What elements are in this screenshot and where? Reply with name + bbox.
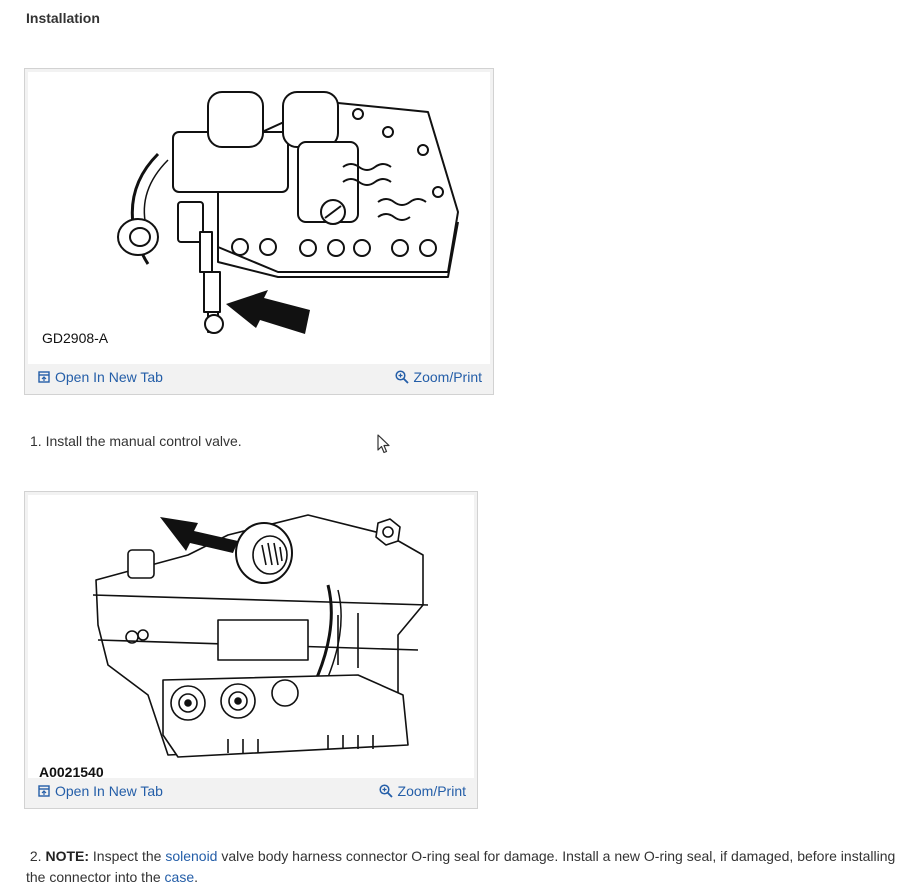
step-2: 2. NOTE: Inspect the solenoid valve body… — [26, 846, 900, 888]
mouse-pointer-icon — [377, 434, 391, 459]
figure-2-zoom-label: Zoom/Print — [397, 783, 466, 799]
step-2-note-label: NOTE: — [45, 848, 90, 864]
figure-1-open-new-tab-link[interactable]: Open In New Tab — [38, 369, 163, 385]
figure-1-zoom-label: Zoom/Print — [413, 369, 482, 385]
step-1-text: Install the manual control valve. — [45, 433, 242, 449]
harness-connector-drawing — [92, 514, 429, 758]
case-link[interactable]: case — [164, 869, 195, 885]
magnifier-plus-icon — [394, 370, 409, 384]
step-2-text-b: valve body harness connector O-ring seal… — [26, 848, 896, 885]
open-in-new-tab-icon — [38, 371, 50, 383]
solenoid-link[interactable]: solenoid — [165, 848, 218, 864]
figure-2-zoom-print-link[interactable]: Zoom/Print — [378, 783, 466, 799]
figure-2: A0021540 Open In New Tab Zoom/Print — [24, 491, 478, 809]
figure-1-code: GD2908-A — [42, 330, 109, 346]
figure-2-open-new-tab-link[interactable]: Open In New Tab — [38, 783, 163, 799]
step-1: 1. Install the manual control valve. — [30, 431, 242, 452]
figure-1-open-label: Open In New Tab — [55, 369, 163, 385]
figure-1: GD2908-A Open In New Tab Zoom/Print — [24, 68, 494, 395]
step-2-text-c: . — [194, 869, 199, 885]
figure-2-open-label: Open In New Tab — [55, 783, 163, 799]
step-2-number: 2. — [29, 848, 42, 864]
figure-1-toolbar: Open In New Tab Zoom/Print — [28, 364, 490, 390]
figure-2-code: A0021540 — [39, 764, 104, 778]
figure-2-illustration: A0021540 — [28, 495, 474, 778]
section-heading: Installation — [26, 10, 100, 26]
magnifier-plus-icon — [378, 784, 393, 798]
step-1-number: 1. — [30, 433, 42, 449]
figure-1-zoom-print-link[interactable]: Zoom/Print — [394, 369, 482, 385]
manual-control-valve-drawing — [117, 91, 459, 334]
step-2-text-a: Inspect the — [92, 848, 162, 864]
figure-1-illustration: GD2908-A — [28, 72, 490, 364]
open-in-new-tab-icon — [38, 785, 50, 797]
figure-2-toolbar: Open In New Tab Zoom/Print — [28, 778, 474, 804]
